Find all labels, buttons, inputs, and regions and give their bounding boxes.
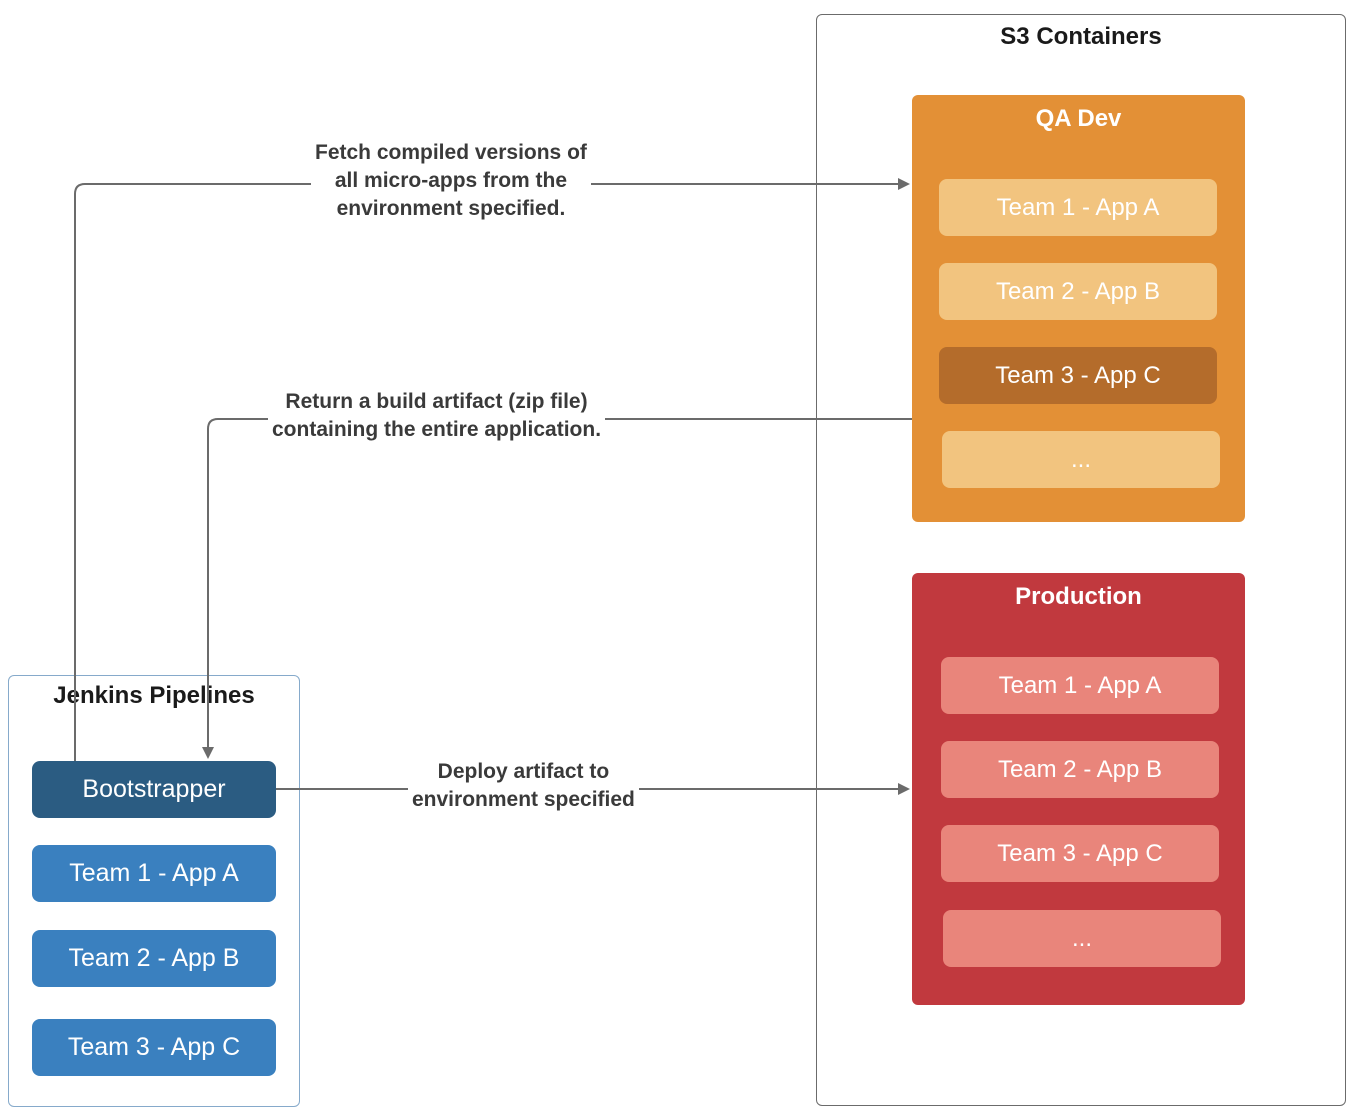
deploy-label-line-2: environment specified xyxy=(412,788,635,811)
return-label: Return a build artifact (zip file) conta… xyxy=(268,388,606,444)
jenkins-item-team2-app-b[interactable]: Team 2 - App B xyxy=(32,930,276,987)
qa-item-more[interactable]: ... xyxy=(942,431,1220,488)
fetch-label-line-1: Fetch compiled versions of xyxy=(315,141,587,164)
prod-item-team2-app-b[interactable]: Team 2 - App B xyxy=(941,741,1219,798)
fetch-label: Fetch compiled versions of all micro-app… xyxy=(311,139,591,223)
production-panel: Production Team 1 - App A Team 2 - App B… xyxy=(912,573,1245,1005)
return-label-line-2: containing the entire application. xyxy=(272,418,602,441)
return-label-line-1: Return a build artifact (zip file) xyxy=(285,390,588,413)
qa-item-team1-app-a[interactable]: Team 1 - App A xyxy=(939,179,1217,236)
prod-item-team3-app-c[interactable]: Team 3 - App C xyxy=(941,825,1219,882)
qa-item-team3-app-c[interactable]: Team 3 - App C xyxy=(939,347,1217,404)
prod-item-team1-app-a[interactable]: Team 1 - App A xyxy=(941,657,1219,714)
production-title: Production xyxy=(1015,583,1142,610)
fetch-label-line-3: environment specified. xyxy=(336,197,566,220)
qa-dev-panel: QA Dev Team 1 - App A Team 2 - App B Tea… xyxy=(912,95,1245,522)
deploy-label: Deploy artifact to environment specified xyxy=(408,758,639,814)
return-connector xyxy=(202,418,912,759)
qa-item-team2-app-b[interactable]: Team 2 - App B xyxy=(939,263,1217,320)
fetch-connector xyxy=(74,178,910,761)
jenkins-pipelines-title: Jenkins Pipelines xyxy=(53,682,255,709)
s3-containers-group: S3 Containers xyxy=(816,14,1346,1106)
bootstrapper-node[interactable]: Bootstrapper xyxy=(32,761,276,818)
deploy-label-line-1: Deploy artifact to xyxy=(437,760,610,783)
prod-item-more[interactable]: ... xyxy=(943,910,1221,967)
fetch-label-line-2: all micro-apps from the xyxy=(334,169,568,192)
jenkins-item-team1-app-a[interactable]: Team 1 - App A xyxy=(32,845,276,902)
jenkins-pipelines-group: Jenkins Pipelines xyxy=(8,675,300,1107)
s3-containers-title: S3 Containers xyxy=(1000,23,1162,50)
qa-dev-title: QA Dev xyxy=(1035,105,1122,132)
jenkins-item-team3-app-c[interactable]: Team 3 - App C xyxy=(32,1019,276,1076)
